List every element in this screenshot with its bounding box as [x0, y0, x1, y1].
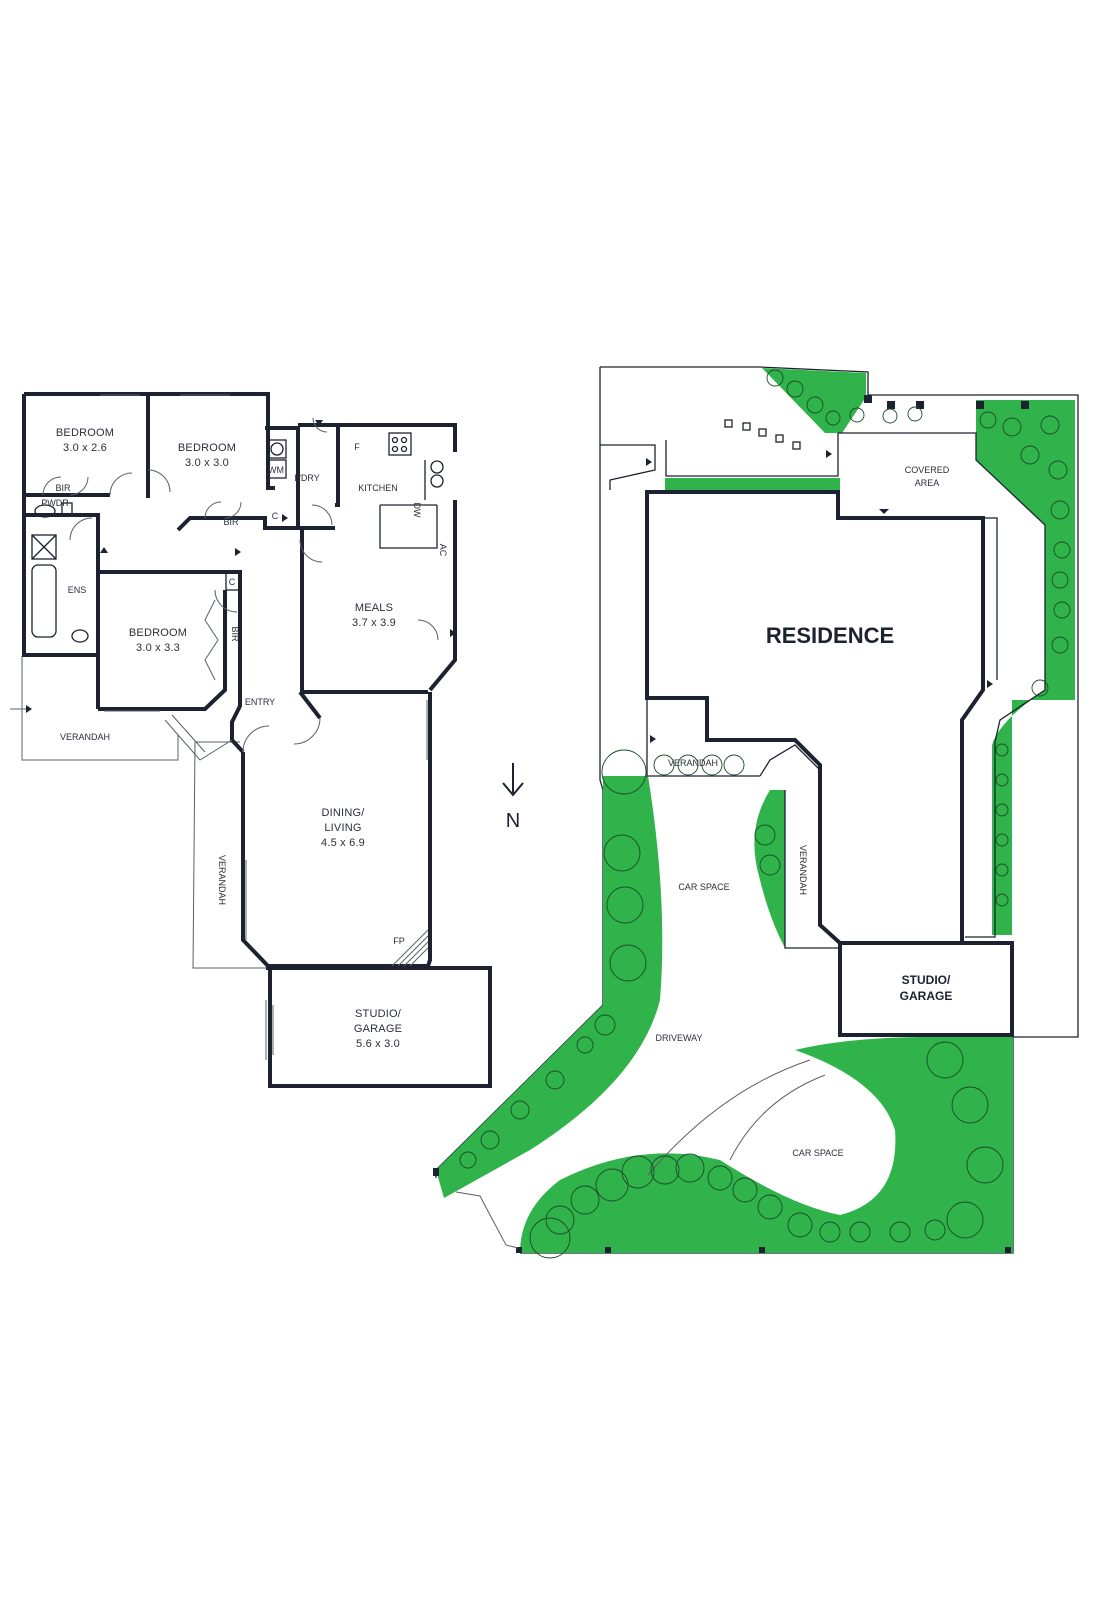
bedroom1-name: BEDROOM	[56, 427, 114, 439]
wm-label: WM	[268, 465, 284, 475]
kitchen-label: KITCHEN	[358, 483, 398, 493]
site-studio-line1: STUDIO/	[902, 973, 951, 987]
trees	[459, 369, 1071, 1259]
site-studio-line2: GARAGE	[900, 989, 953, 1003]
verandah-label-west: VERANDAH	[60, 732, 110, 742]
garden-west	[436, 776, 663, 1198]
studio-size: 5.6 x 3.0	[356, 1038, 400, 1050]
site-verandah-label-east: VERANDAH	[798, 845, 808, 895]
site-studio-garage	[838, 941, 1014, 1037]
bedroom3-size: 3.0 x 3.3	[136, 642, 180, 654]
west-wall	[22, 394, 100, 709]
residence-label: RESIDENCE	[766, 623, 894, 648]
bir-label-2: BIR	[223, 517, 239, 527]
pwdr-label: PWDR	[41, 498, 69, 508]
fireplace-label: FP	[393, 936, 405, 946]
driveway-label: DRIVEWAY	[655, 1033, 702, 1043]
site-verandah-label-west: VERANDAH	[668, 758, 718, 768]
bedroom2-name: BEDROOM	[178, 442, 236, 454]
bedroom3-name: BEDROOM	[129, 627, 187, 639]
fridge-label: F	[354, 442, 360, 452]
verandah-outline-south	[192, 741, 268, 969]
floor-plan: BEDROOM 3.0 x 2.6 BEDROOM 3.0 x 3.0 BEDR…	[10, 392, 492, 1088]
meals-name: MEALS	[355, 602, 393, 614]
verandah-outline-west	[21, 656, 179, 761]
bedroom1-size: 3.0 x 2.6	[63, 442, 107, 454]
garden-south-east	[520, 1037, 1013, 1253]
north-label: N	[506, 810, 520, 832]
studio-name-line2: GARAGE	[354, 1023, 402, 1035]
north-compass: N	[502, 763, 524, 832]
garden-north	[762, 368, 866, 433]
ens-label: ENS	[68, 585, 87, 595]
residence-outline	[645, 490, 985, 945]
garden-east	[976, 400, 1075, 935]
dining-name-line1: DINING/	[322, 807, 366, 819]
dining-size: 4.5 x 6.9	[321, 837, 365, 849]
ac-label: AC	[438, 544, 448, 557]
entry-label: ENTRY	[245, 697, 275, 707]
car-space-label-1: CAR SPACE	[678, 882, 729, 892]
bir-label-1: BIR	[55, 483, 71, 493]
studio-garage-room	[268, 966, 492, 1088]
bir-label-3: BIR	[230, 626, 240, 642]
bedroom2-size: 3.0 x 3.0	[185, 457, 229, 469]
cupboard-label-2: C	[229, 577, 236, 587]
meals-size: 3.7 x 3.9	[352, 617, 396, 629]
dishwasher-label: DW	[412, 503, 422, 518]
garden-verandah	[754, 790, 785, 948]
studio-name-line1: STUDIO/	[355, 1008, 402, 1020]
cupboard-label-1: C	[272, 511, 279, 521]
covered-area-line2: AREA	[915, 478, 940, 488]
dining-name-line2: LIVING	[324, 822, 361, 834]
car-space-label-2: CAR SPACE	[792, 1148, 843, 1158]
laundry-label: L'DRY	[294, 473, 320, 483]
verandah-label-south: VERANDAH	[217, 855, 227, 905]
covered-area-line1: COVERED	[905, 465, 950, 475]
site-plan: RESIDENCE COVERED AREA VERANDAH VERANDAH…	[433, 366, 1079, 1259]
